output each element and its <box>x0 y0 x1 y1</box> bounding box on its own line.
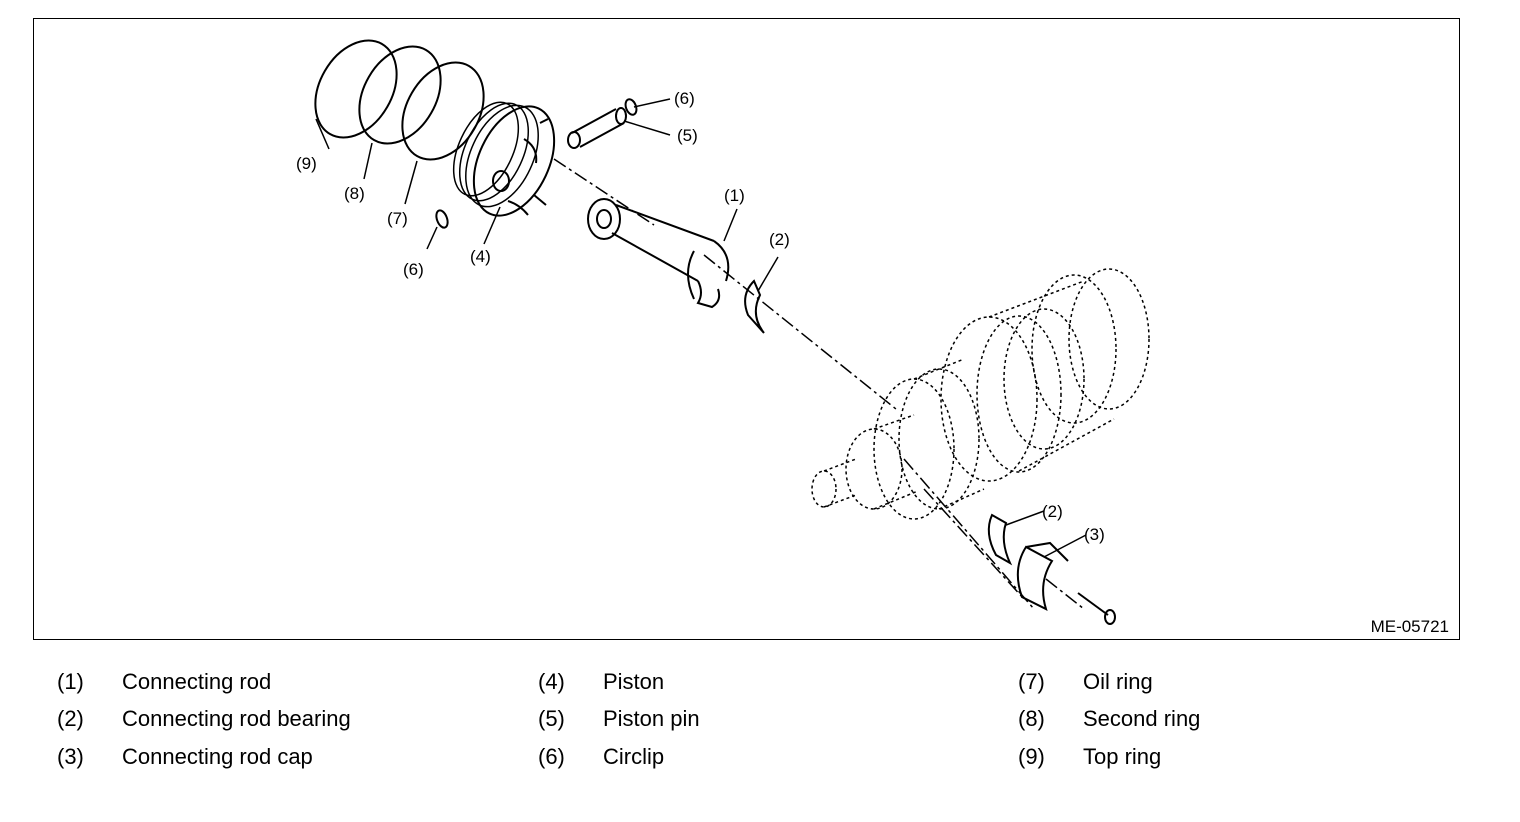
leader-c9 <box>315 118 330 150</box>
legend-number: (4) <box>538 669 565 694</box>
callout-9: (9) <box>296 154 317 173</box>
crankshaft <box>811 268 1150 520</box>
legend-number: (9) <box>1018 744 1045 769</box>
leader-c6a <box>426 226 438 250</box>
legend-label: Oil ring <box>1083 669 1153 694</box>
callout-4: (4) <box>470 247 491 266</box>
callout-2-lower: (2) <box>1042 502 1063 521</box>
piston <box>452 101 556 217</box>
leader-c1 <box>723 208 738 242</box>
leader-c6b <box>633 98 671 108</box>
top-ring <box>314 39 398 139</box>
figure-code: ME-05721 <box>1370 617 1449 636</box>
callout-3: (3) <box>1084 525 1105 544</box>
legend-number: (5) <box>538 706 565 731</box>
leader-c3 <box>1043 534 1087 558</box>
legend-label: Piston <box>603 669 665 694</box>
legend-number: (2) <box>57 706 84 731</box>
callout-5: (5) <box>677 126 698 145</box>
connecting-rod-bolt <box>1077 592 1116 625</box>
circlip-lower <box>435 209 449 229</box>
circlip-upper <box>624 98 638 116</box>
callout-1: (1) <box>724 186 745 205</box>
leader-c8 <box>363 142 373 180</box>
callout-2-upper: (2) <box>769 230 790 249</box>
leader-c2b <box>1005 510 1045 526</box>
legend-label: Top ring <box>1083 744 1162 769</box>
upper-rod-bearing <box>744 279 765 334</box>
leader-c2a <box>757 256 779 292</box>
callout-6-lower: (6) <box>403 260 424 279</box>
lower-rod-bearing <box>987 513 1013 566</box>
legend-number: (6) <box>538 744 565 769</box>
figure-frame: (9) (8) (7) (6) (4) (6) (5) (1) (2) (2) … <box>33 18 1460 640</box>
piston-pin <box>567 107 627 149</box>
second-ring <box>358 45 442 145</box>
leader-c4 <box>483 206 501 245</box>
legend-label: Second ring <box>1083 706 1201 731</box>
legend-label: Circlip <box>603 744 665 769</box>
legend-number: (8) <box>1018 706 1045 731</box>
legend-number: (7) <box>1018 669 1045 694</box>
oil-ring <box>401 61 485 161</box>
connecting-rod-cap <box>1016 541 1069 611</box>
legend-number: (3) <box>57 744 84 769</box>
legend-label: Connecting rod cap <box>122 744 313 769</box>
leader-c5 <box>623 120 671 136</box>
leader-c7 <box>404 160 418 205</box>
legend-label: Connecting rod bearing <box>122 706 351 731</box>
legend-label: Connecting rod <box>122 669 272 694</box>
legend-label: Piston pin <box>603 706 700 731</box>
connecting-rod <box>587 198 730 309</box>
exploded-view-diagram: (9) (8) (7) (6) (4) (6) (5) (1) (2) (2) … <box>296 39 1150 625</box>
callout-6-upper: (6) <box>674 89 695 108</box>
callout-8: (8) <box>344 184 365 203</box>
legend-number: (1) <box>57 669 84 694</box>
callout-7: (7) <box>387 209 408 228</box>
